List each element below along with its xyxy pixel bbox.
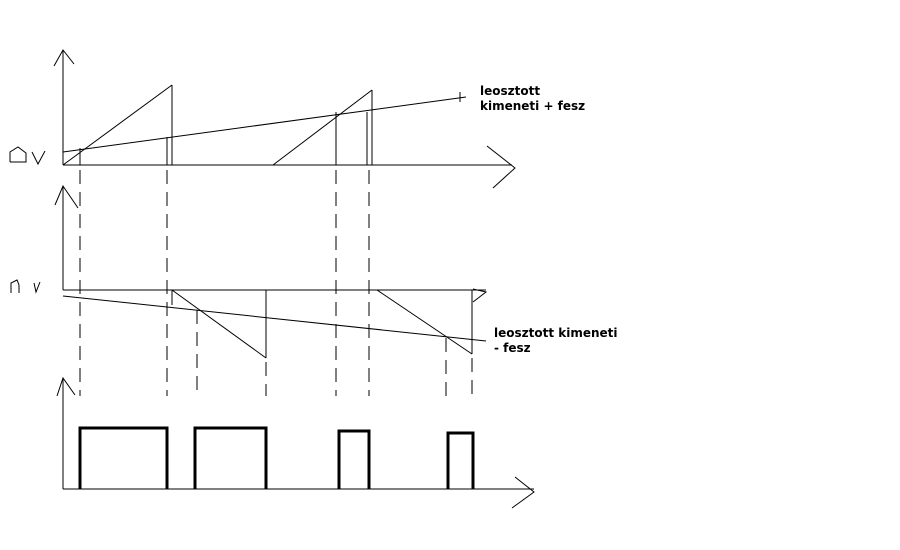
top-sawtooth-1-ramp — [62, 84, 173, 166]
top-annotation-line-2: kimeneti + fesz — [480, 99, 586, 113]
top-annotation-line-1: leosztott — [480, 84, 541, 98]
middle-panel — [10, 184, 488, 359]
pulse-4 — [446, 431, 475, 489]
middle-annotation: leosztott kimeneti - fesz — [494, 326, 618, 356]
middle-y-axis-arrowhead — [54, 184, 79, 209]
middle-x-axis-arrowhead — [472, 288, 488, 303]
middle-zero-marker — [10, 279, 41, 294]
output-pulses — [78, 426, 475, 489]
top-zero-marker — [9, 146, 46, 166]
middle-annotation-line-1: leosztott kimeneti — [494, 326, 618, 340]
top-annotation: leosztott kimeneti + fesz — [480, 84, 585, 114]
top-sawtooth-2-ramp — [272, 89, 373, 166]
projection-lines — [79, 170, 473, 396]
middle-reference-line — [62, 295, 487, 342]
middle-annotation-line-2: - fesz — [494, 341, 531, 355]
pulse-1 — [78, 426, 169, 489]
top-reference-line — [62, 96, 467, 153]
pulse-2 — [193, 426, 268, 489]
bottom-y-axis-arrowhead — [56, 376, 76, 397]
top-panel — [9, 49, 516, 189]
pulse-3 — [337, 429, 371, 489]
top-y-axis-arrowhead — [53, 49, 75, 67]
middle-sawtooth-1-ramp — [171, 289, 267, 359]
top-x-axis-arrowhead — [486, 145, 516, 189]
bottom-panel — [56, 376, 535, 509]
middle-sawtooth-2-ramp — [376, 289, 473, 355]
bottom-x-axis-arrowhead — [511, 476, 535, 509]
